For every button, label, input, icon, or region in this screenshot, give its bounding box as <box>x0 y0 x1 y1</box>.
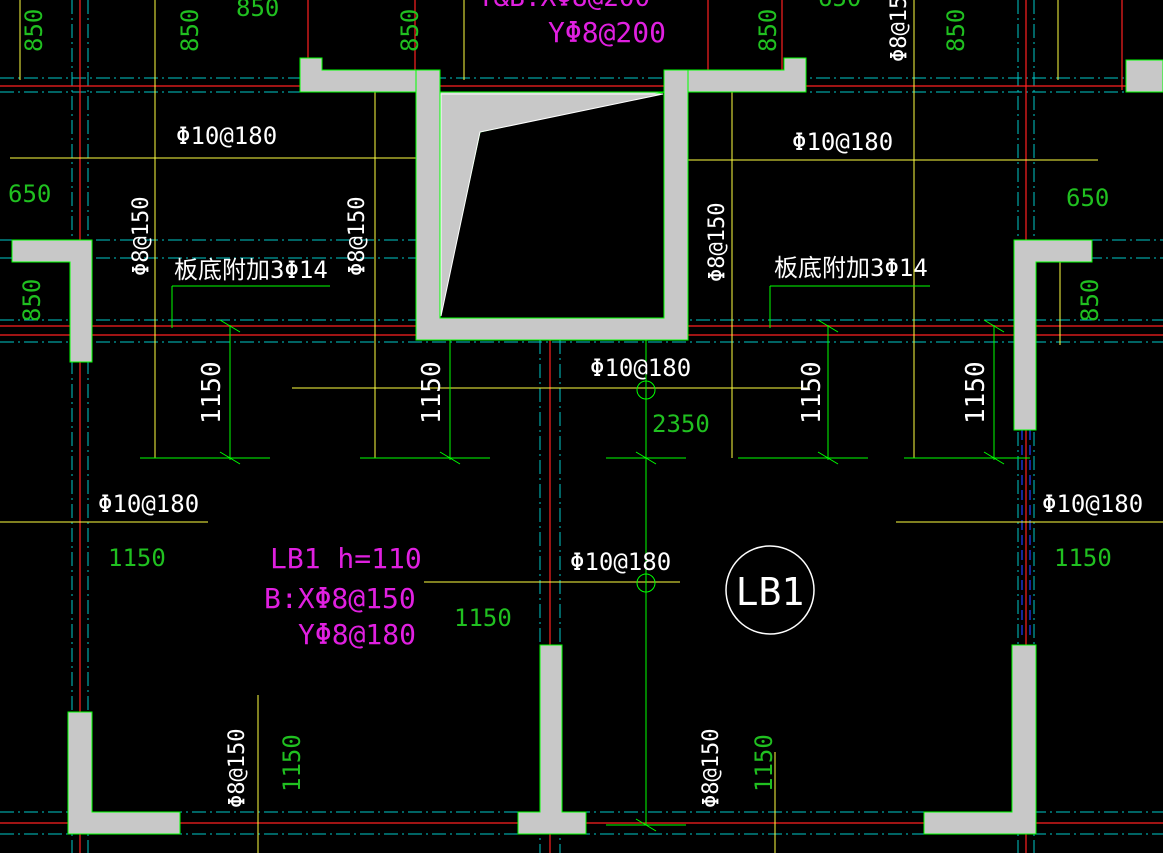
blue-dashed-lines <box>1021 430 1031 640</box>
dim-bottom-1150-right: 1150 <box>750 734 778 792</box>
dim-side-1150-left: 1150 <box>108 544 166 572</box>
dim-mid-1150: 1150 <box>454 604 512 632</box>
wall-right-upper <box>1013 239 1093 431</box>
top-dim-850-c: 850 <box>176 9 204 52</box>
top-dim-850-b: 850 <box>20 9 48 52</box>
rebar-label-mid-right: Φ10@180 <box>1042 490 1143 518</box>
dim-left-650: 650 <box>8 180 51 208</box>
slab-bottom-x: B:XΦ8@150 <box>264 582 416 615</box>
slab-bottom-y: YΦ8@180 <box>298 618 416 651</box>
wall-right-lower <box>923 644 1037 835</box>
rebar-label-center: Φ10@180 <box>590 354 691 382</box>
dim-vertical-1150-b: 1150 <box>417 361 447 424</box>
top-slab-y-rebar: YΦ8@200 <box>548 16 666 49</box>
wall-top-far-right <box>1125 59 1163 93</box>
dim-side-1150-right: 1150 <box>1054 544 1112 572</box>
slab-tag-label: LB1 <box>736 570 805 614</box>
dim-right-650: 650 <box>1066 184 1109 212</box>
dim-right-850: 850 <box>1076 279 1104 322</box>
additional-rebar-left: 板底附加3Φ14 <box>174 256 328 284</box>
top-dim-650: 650 <box>818 0 861 12</box>
dim-bottom-1150-left: 1150 <box>278 734 306 792</box>
wall-center-lower <box>517 644 587 835</box>
additional-rebar-right: 板底附加3Φ14 <box>774 254 928 282</box>
walls <box>11 57 1163 835</box>
top-fragment-label: T&B:XΦ8@200 <box>478 0 650 13</box>
top-dim-850-f: 850 <box>942 9 970 52</box>
slab-tag-circle[interactable] <box>725 545 815 635</box>
top-dim-850-a: 850 <box>236 0 279 22</box>
rebar-vertical-4: Φ8@150 <box>225 729 250 808</box>
rebar-label-mid-left: Φ10@180 <box>98 490 199 518</box>
dim-vertical-1150-d: 1150 <box>961 361 991 424</box>
wall-left-upper <box>11 239 93 363</box>
rebar-vertical-5: Φ8@150 <box>699 729 724 808</box>
top-dim-850-d: 850 <box>396 9 424 52</box>
wall-left-lower <box>67 711 181 835</box>
dim-center-2350: 2350 <box>652 410 710 438</box>
top-partial-rebar: Φ8@15 <box>887 0 912 62</box>
slab-name-line: LB1 h=110 <box>270 542 422 575</box>
dim-left-850: 850 <box>18 279 46 322</box>
dim-vertical-1150-c: 1150 <box>797 361 827 424</box>
rebar-label-top-left: Φ10@180 <box>176 122 277 150</box>
rebar-label-top-right: Φ10@180 <box>792 128 893 156</box>
rebar-vertical-2: Φ8@150 <box>345 197 370 276</box>
dim-vertical-1150-a: 1150 <box>197 361 227 424</box>
rebar-vertical-3: Φ8@150 <box>705 203 730 282</box>
shaft-fill-marker <box>440 93 664 317</box>
top-dim-850-e: 850 <box>754 9 782 52</box>
rebar-label-lower-center: Φ10@180 <box>570 548 671 576</box>
rebar-vertical-1: Φ8@150 <box>129 197 154 276</box>
